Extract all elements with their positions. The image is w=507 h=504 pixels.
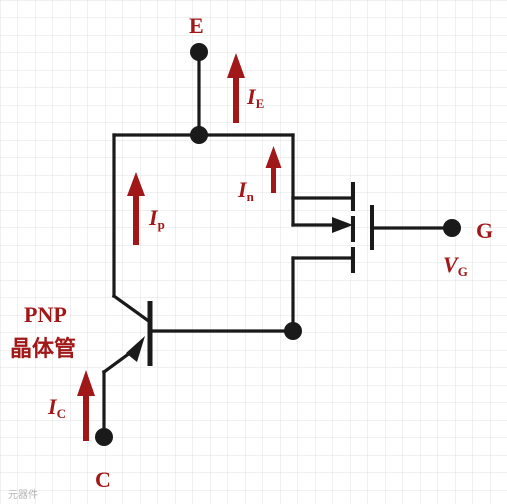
emitter-label: E: [189, 13, 204, 38]
collector-label: C: [95, 467, 111, 492]
in-arrow-icon: [265, 146, 282, 193]
emitter-terminal: [190, 43, 208, 61]
gate-label: G: [476, 218, 493, 243]
in-label: In: [237, 177, 255, 204]
gate-terminal: [443, 219, 461, 237]
base-junction-node: [284, 322, 302, 340]
pnp-label: PNP: [24, 302, 67, 327]
ie-arrow-icon: [227, 53, 245, 123]
ie-label: IE: [246, 84, 264, 111]
ic-label: IC: [47, 394, 66, 421]
pnp-emitter-lead: [111, 293, 153, 325]
ip-arrow-icon: [127, 172, 145, 245]
ip-label: Ip: [148, 205, 165, 232]
pnp-arrow-icon: [126, 336, 145, 362]
collector-terminal: [95, 428, 113, 446]
vg-label: VG: [443, 252, 468, 279]
top-junction-node: [190, 126, 208, 144]
transistor-label: 晶体管: [10, 336, 76, 362]
mosfet-arrow-icon: [332, 217, 353, 233]
ic-arrow-icon: [77, 370, 95, 441]
watermark: 元器件: [8, 489, 38, 501]
